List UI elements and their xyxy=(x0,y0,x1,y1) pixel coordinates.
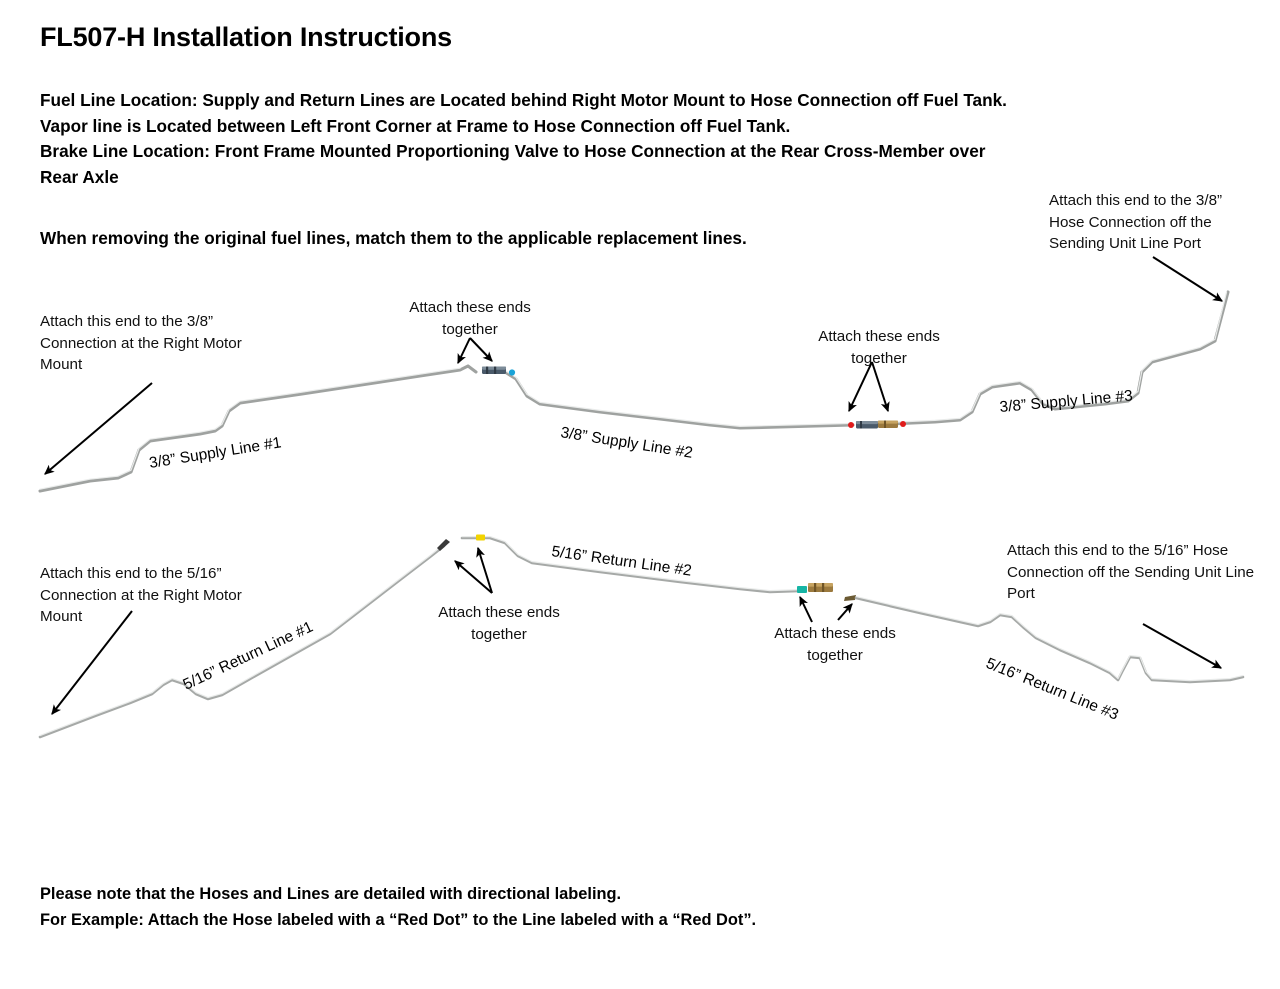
arrow-return-right-mid-right xyxy=(837,603,853,621)
intro-paragraph: Fuel Line Location: Supply and Return Li… xyxy=(40,88,1200,190)
callout-return-mid: Attach these ends together xyxy=(438,604,560,643)
supply-line-1-tube xyxy=(38,364,478,493)
intro-line-brake-location: Brake Line Location: Front Frame Mounted… xyxy=(40,141,986,161)
footer-line-directional: Please note that the Hoses and Lines are… xyxy=(40,885,622,903)
label-supply-line-3: 3/8” Supply Line #3 xyxy=(999,387,1134,416)
red-dot-marker-right xyxy=(900,421,906,427)
intro-line-fuel-location: Fuel Line Location: Supply and Return Li… xyxy=(40,90,1007,110)
supply-joint-1-2-fitting xyxy=(482,366,516,376)
label-return-line-1: 5/16” Return Line #1 xyxy=(181,618,316,693)
page-title: FL507-H Installation Instructions xyxy=(40,22,452,52)
callout-return-left: Attach this end to the 5/16” Connection … xyxy=(40,565,242,625)
footer-note: Please note that the Hoses and Lines are… xyxy=(40,881,756,933)
footer-line-example: For Example: Attach the Hose labeled wit… xyxy=(40,911,757,929)
callout-return-right-mid: Attach these ends together xyxy=(774,625,896,664)
label-supply-line-1: 3/8” Supply Line #1 xyxy=(148,434,283,472)
return-joint-2-3-fitting-left xyxy=(797,583,833,593)
arrow-supply-right-mid-left xyxy=(848,361,873,413)
label-supply-line-2: 3/8” Supply Line #2 xyxy=(559,424,694,462)
return-joint-2-3-fitting-right xyxy=(844,595,856,601)
arrow-return-right-end xyxy=(1142,623,1222,669)
callout-supply-right-end: Attach this end to the 3/8” Hose Connect… xyxy=(1049,192,1223,252)
return-line-1-end-fitting xyxy=(437,539,450,551)
arrow-supply-left xyxy=(44,382,153,475)
label-return-line-2: 5/16” Return Line #2 xyxy=(550,543,692,580)
arrow-return-mid-left xyxy=(454,560,493,594)
match-lines-note: When removing the original fuel lines, m… xyxy=(40,228,747,248)
intro-line-vapor-location: Vapor line is Located between Left Front… xyxy=(40,115,791,136)
callout-supply-right-mid: Attach these ends together xyxy=(818,328,940,367)
supply-joint-2-3-fitting-right xyxy=(878,420,906,428)
supply-joint-2-3-fitting-left xyxy=(848,421,878,429)
return-line-3-tube xyxy=(854,596,1245,684)
arrow-supply-mid-right xyxy=(469,337,493,362)
arrow-return-mid-right xyxy=(476,546,493,594)
arrow-supply-right-end xyxy=(1152,256,1223,302)
arrow-return-right-mid-left xyxy=(799,595,813,623)
blue-dot-marker xyxy=(508,369,516,376)
arrow-supply-mid-left xyxy=(457,337,471,365)
callout-return-right-end: Attach this end to the 5/16” Hose Connec… xyxy=(1007,542,1255,602)
teal-dot-marker xyxy=(797,586,807,593)
red-dot-marker-left xyxy=(848,422,854,428)
supply-line-2-tube xyxy=(486,368,855,430)
callout-supply-mid: Attach these ends together xyxy=(409,299,531,338)
intro-line-rear-axle: Rear Axle xyxy=(40,166,119,187)
arrow-supply-right-mid-right xyxy=(871,361,890,413)
label-return-line-3: 5/16” Return Line #3 xyxy=(984,655,1121,724)
callout-supply-left: Attach this end to the 3/8” Connection a… xyxy=(40,313,242,373)
yellow-dot-marker xyxy=(476,534,485,541)
return-line-2-tube xyxy=(460,534,802,594)
